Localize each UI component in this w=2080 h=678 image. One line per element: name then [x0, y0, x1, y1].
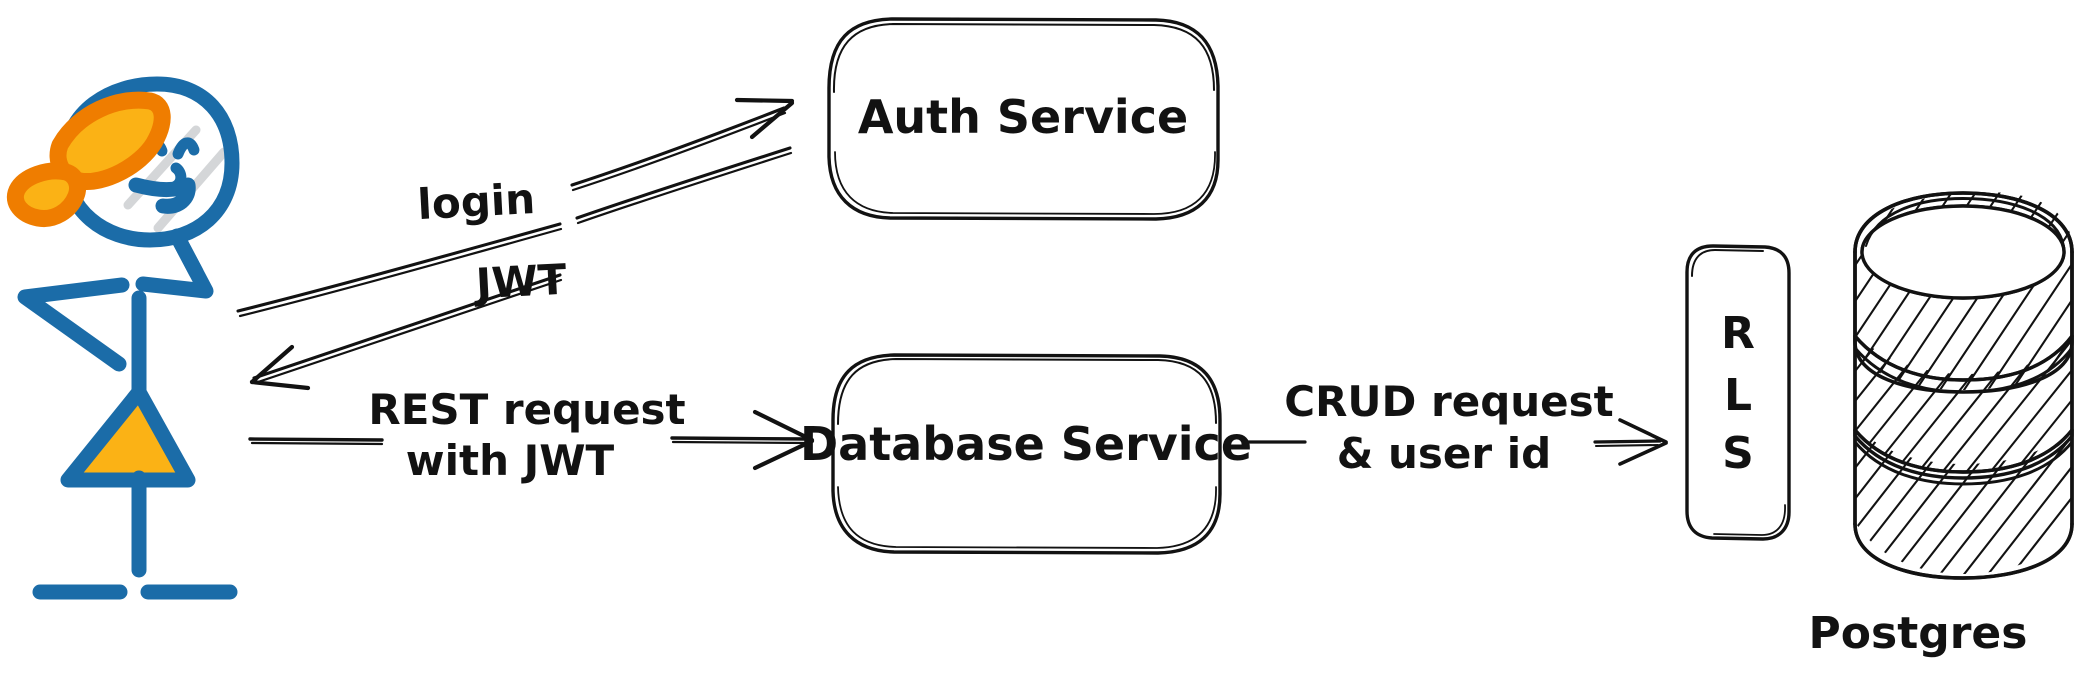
edge-label-jwt: JWT: [472, 255, 568, 309]
edge-label-crud-request-line2: & user id: [1337, 429, 1551, 478]
node-auth-service[interactable]: [827, 17, 1220, 221]
skirt-icon: [72, 394, 186, 478]
arm-left-icon: [17, 277, 130, 372]
node-rls[interactable]: [1685, 244, 1791, 541]
edge-rest-request: [248, 409, 815, 471]
edge-crud-request: [1241, 418, 1668, 466]
node-label-auth-service: Auth Service: [858, 90, 1188, 144]
edge-label-login: login: [416, 174, 536, 229]
edge-jwt: [249, 146, 793, 391]
node-label-rls-s: S: [1722, 428, 1754, 479]
edge-label-crud-request-line1: CRUD request: [1284, 377, 1613, 426]
node-database-service[interactable]: [831, 353, 1222, 555]
head-icon: [57, 76, 240, 248]
node-postgres-cylinder[interactable]: [1752, 180, 2080, 600]
edge-label-rest-request-line2: with JWT: [406, 436, 615, 485]
node-label-rls-r: R: [1721, 308, 1755, 359]
hair-bow-icon: [7, 91, 171, 227]
node-label-rls-l: L: [1724, 370, 1752, 421]
edge-label-rest-request-line1: REST request: [368, 385, 685, 434]
arm-right-icon: [135, 228, 214, 299]
skirt-outline-icon: [60, 384, 196, 488]
node-label-database-service: Database Service: [800, 417, 1252, 471]
node-label-postgres: Postgres: [1809, 608, 2028, 659]
edge-login: [236, 97, 795, 318]
mouth-icon: [128, 177, 196, 214]
eye-right-icon: [172, 137, 200, 160]
